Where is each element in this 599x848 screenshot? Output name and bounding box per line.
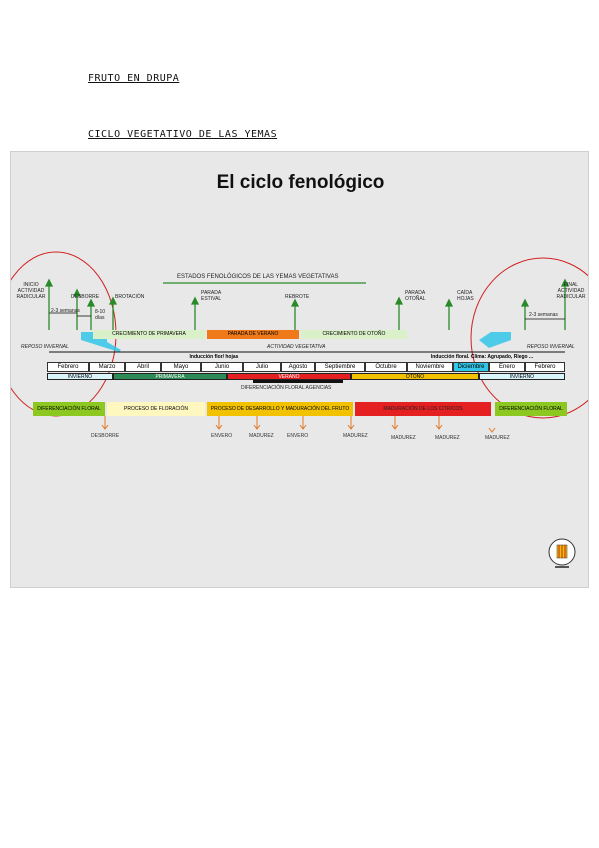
label-madurez-2: MADUREZ xyxy=(343,433,368,439)
month-octubre: Octubre xyxy=(365,362,407,372)
month-marzo: Marzo xyxy=(89,362,125,372)
label-envero-2: ENVERO xyxy=(287,433,309,439)
month-mayo: Mayo xyxy=(161,362,201,372)
right-circle xyxy=(470,257,588,419)
month-enero: Enero xyxy=(489,362,525,372)
month-agosto: Agosto xyxy=(281,362,315,372)
heading-ciclo-vegetativo: CICLO VEGETATIVO DE LAS YEMAS xyxy=(88,129,278,140)
dias: 8-10 días xyxy=(95,309,106,321)
diferenciacion-floral: DIFERENCIACIÓN FLORAL AGENCIAS xyxy=(241,385,332,391)
slide-ciclo-fenologico: El ciclo fenológico xyxy=(10,151,589,588)
month-abril: Abril xyxy=(125,362,161,372)
parada-estival: PARADA ESTIVAL xyxy=(201,290,222,302)
label-madurez-4: MADUREZ xyxy=(435,435,460,441)
month-diciembre: Diciembre xyxy=(453,362,489,372)
semanas-right: 2-3 semanas xyxy=(529,312,558,318)
season-invierno-2: INVIERNO xyxy=(479,373,565,380)
brotacion: BROTACIÓN xyxy=(115,294,145,300)
induccion-floral: Inducción floral. Clima: Agrupado, Riego… xyxy=(430,354,534,360)
month-julio: Julio xyxy=(243,362,281,372)
season-invierno-1: INVIERNO xyxy=(47,373,113,380)
induccion-flor: Inducción flor/ hojas xyxy=(189,354,239,360)
label-madurez-3: MADUREZ xyxy=(391,435,416,441)
month-febrero-1: Febrero xyxy=(47,362,89,372)
stage-desarrollo: PROCESO DE DESARROLLO Y MADURACIÓN DEL F… xyxy=(207,402,353,416)
season-otono: OTOÑO xyxy=(351,373,479,380)
reposo-right: REPOSO INVERNAL xyxy=(527,344,575,350)
stage-floracion: PROCESO DE FLORACIÓN xyxy=(107,402,205,416)
label-madurez-1: MADUREZ xyxy=(249,433,274,439)
rebrote: REBROTE xyxy=(285,294,310,300)
actividad-vegetativa: ACTIVIDAD VEGETATIVA xyxy=(267,344,326,350)
final-actividad: FINAL ACTIVIDAD RADICULAR xyxy=(556,282,586,300)
month-septiembre: Septiembre xyxy=(315,362,365,372)
reposo-left: REPOSO INVERNAL xyxy=(21,344,69,350)
stage-diferenciacion-2: DIFERENCIACIÓN FLORAL xyxy=(495,402,567,416)
university-seal-logo xyxy=(547,536,577,572)
label-desborre: DESBORRE xyxy=(91,433,120,439)
stage-maduracion: MADURACIÓN DE LOS CÍTRICOS xyxy=(355,402,491,416)
parada-verano: PARADA DE VERANO xyxy=(207,330,299,339)
season-verano: VERANO xyxy=(227,373,351,380)
estados-title: ESTADOS FENOLÓGICOS DE LAS YEMAS VEGETAT… xyxy=(177,274,339,280)
label-envero-1: ENVERO xyxy=(211,433,233,439)
stage-diferenciacion-1: DIFERENCIACIÓN FLORAL xyxy=(33,402,105,416)
heading-fruto-drupa: FRUTO EN DRUPA xyxy=(88,73,180,84)
season-primavera: PRIMAVERA xyxy=(113,373,227,380)
slide-title: El ciclo fenológico xyxy=(216,172,385,193)
semanas-left: 2-3 semanas xyxy=(51,308,80,314)
orange-arrows xyxy=(101,416,496,433)
crecimiento-otono: CRECIMIENTO DE OTOÑO xyxy=(301,330,407,339)
crecimiento-primavera: CRECIMIENTO DE PRIMAVERA xyxy=(93,330,205,339)
month-junio: Junio xyxy=(201,362,243,372)
parada-otonal: PARADA OTOÑAL xyxy=(405,290,426,302)
label-madurez-5: MADUREZ xyxy=(485,435,510,441)
inicio-actividad: INICIO ACTIVIDAD RADICULAR xyxy=(16,282,46,300)
caida-hojas: CAÍDA HOJAS xyxy=(457,290,474,302)
desborre-top: DESBORRE xyxy=(71,294,100,300)
month-febrero-2: Febrero xyxy=(525,362,565,372)
month-noviembre: Noviembre xyxy=(407,362,453,372)
